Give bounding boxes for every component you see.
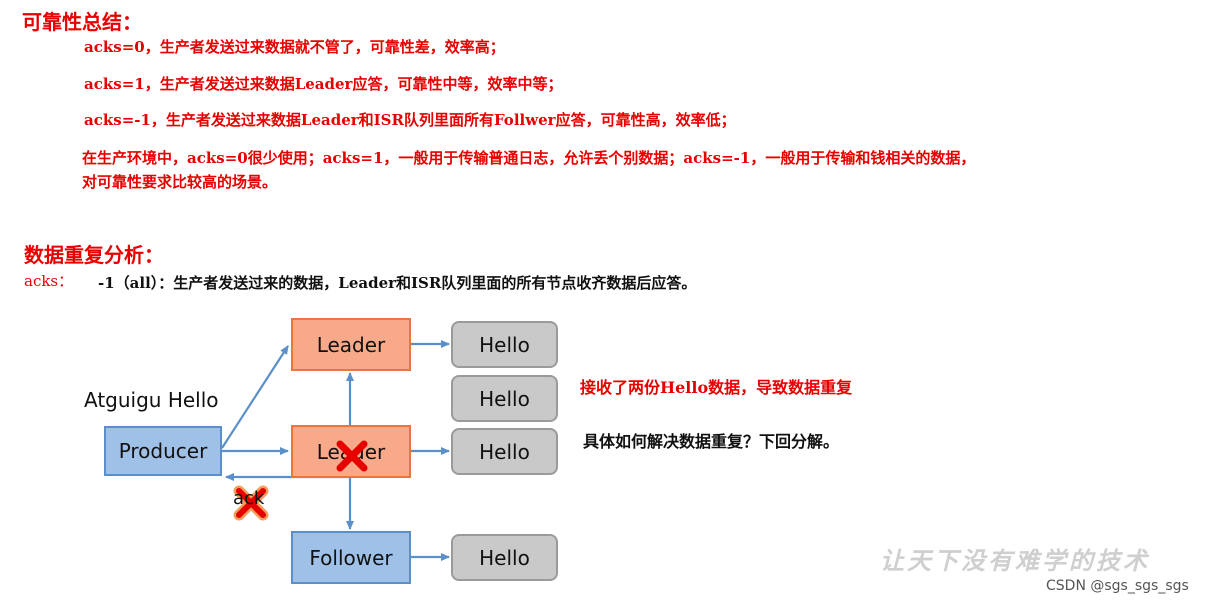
csdn-credit: CSDN @sgs_sgs_sgs (1046, 578, 1189, 594)
hello-box-4: Hello (451, 534, 558, 581)
production-usage-line: 在生产环境中，acks=0很少使用；acks=1，一般用于传输普通日志，允许丢个… (82, 149, 976, 167)
producer-box: Producer (104, 426, 222, 476)
solution-note: 具体如何解决数据重复？下回分解。 (583, 432, 840, 451)
hello-box-2: Hello (451, 375, 558, 422)
acks-all-description: -1（all）：生产者发送过来的数据，Leader和ISR队列里面的所有节点收齐… (98, 274, 697, 292)
watermark: 让天下没有难学的技术 (880, 546, 1150, 575)
duplication-heading: 数据重复分析： (24, 243, 164, 267)
duplicate-note: 接收了两份Hello数据，导致数据重复 (580, 378, 853, 397)
follower-box: Follower (291, 531, 411, 584)
production-usage-line-2: 对可靠性要求比较高的场景。 (82, 173, 278, 191)
message-label: Atguigu Hello (84, 388, 219, 412)
acks-label: acks： (24, 272, 74, 290)
reliability-heading: 可靠性总结： (22, 10, 142, 34)
leader-top-box: Leader (291, 318, 411, 371)
acks0-line: acks=0，生产者发送过来数据就不管了，可靠性差，效率高； (84, 38, 505, 56)
ack-failure-cross-icon (233, 485, 269, 521)
acks-minus1-line: acks=-1，生产者发送过来数据Leader和ISR队列里面所有Follwer… (84, 111, 736, 129)
hello-box-3: Hello (451, 428, 558, 475)
acks1-line: acks=1，生产者发送过来数据Leader应答，可靠性中等，效率中等； (84, 75, 563, 93)
hello-box-1: Hello (451, 321, 558, 368)
ack-label: ack (233, 488, 265, 509)
arrow-producer-to-leader-top (221, 345, 289, 449)
leader-failure-cross-icon (336, 440, 368, 472)
